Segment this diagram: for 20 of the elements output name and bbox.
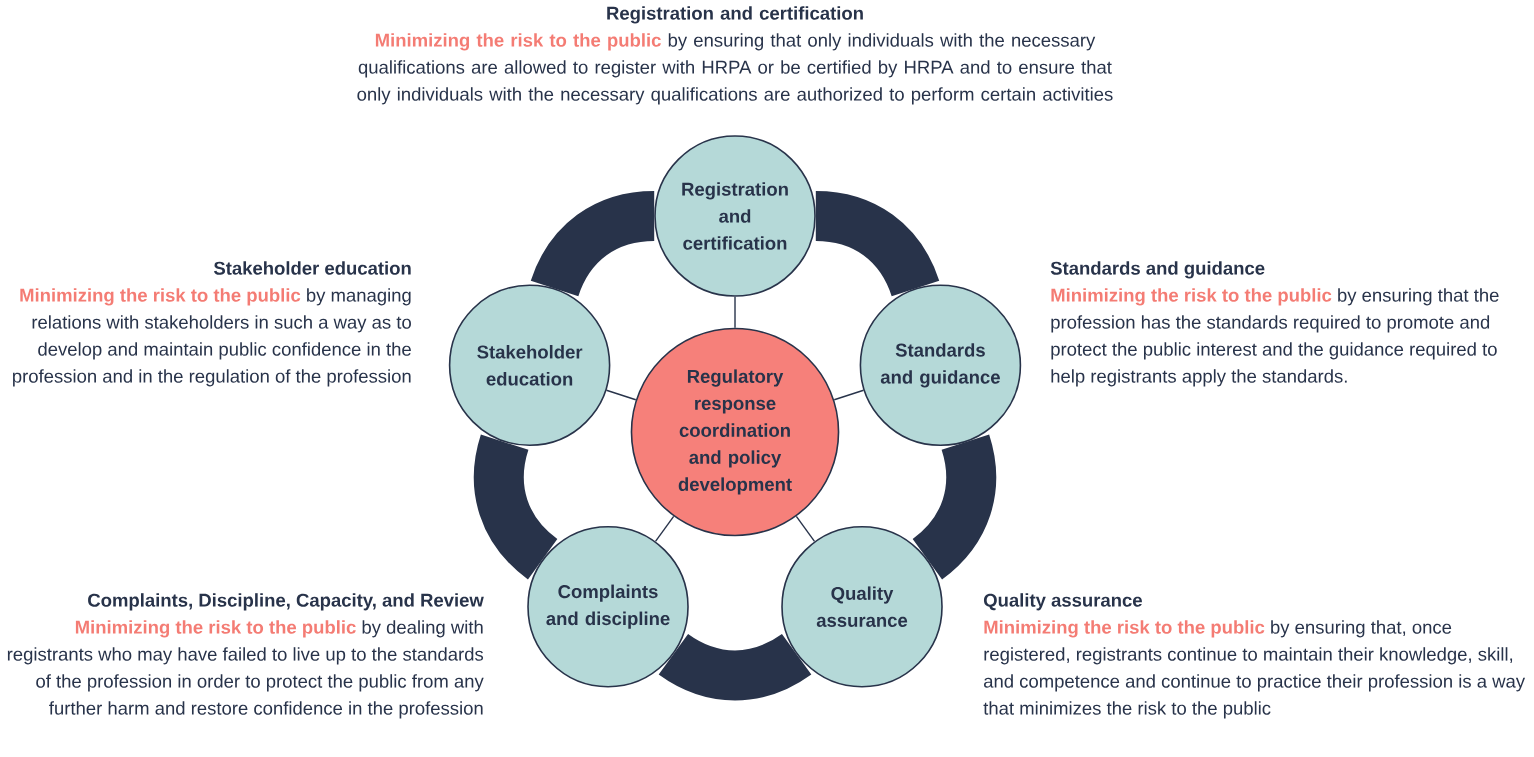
description-text: Minimizing the risk to the public by ensuring that the profession has the standards required to promote and protect the public interest and the guidance required to help registrants apply the standards.: [1051, 288, 1499, 387]
description-heading: Quality assurance: [983, 593, 1142, 611]
description-text: Minimizing the risk to the public by ensuring that, once registered, registrants continue to maintain their knowledge, skill, and competence and continue to practice their profession is a way that minimizes the risk to the public: [983, 620, 1526, 719]
connector-line: [795, 515, 816, 543]
connector-line: [833, 389, 865, 401]
ring-segment: [814, 191, 939, 298]
connector-line: [605, 389, 637, 401]
ring-segment: [659, 633, 811, 701]
connector-line: [654, 515, 675, 543]
description-text: Minimizing the risk to the public by dealing with registrants who may have failed to live up to the standards of the profession in order to protect the public from any further harm and restore confidence in the profession: [7, 620, 484, 719]
ring-segment: [473, 435, 559, 579]
description-heading: Complaints, Discipline, Capacity, and Review: [88, 593, 484, 611]
ring-segment: [531, 191, 656, 298]
description-text: Minimizing the risk to the public by managing relations with stakeholders in such a way as to develop and maintain public confidence in the profession and in the regulation of the profession: [13, 288, 411, 387]
connector-line: [734, 296, 736, 329]
description-heading: Registration and certification: [607, 6, 863, 24]
description-heading: Stakeholder education: [213, 261, 411, 275]
description-heading: Standards and guidance: [1050, 261, 1265, 279]
description-text: Minimizing the risk to the public by ensuring that only individuals with the necessary qualifications are allowed to register with HRPA or be certified by HRPA and to ensure that only individuals with the necessary qualifications are authorized to perform certain activities: [357, 33, 1113, 105]
ring-segment: [911, 435, 997, 579]
